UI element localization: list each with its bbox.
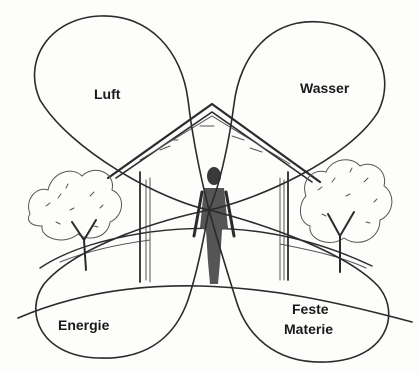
label-energie: Energie <box>58 317 110 333</box>
label-luft: Luft <box>94 86 121 102</box>
loop-bottom-left <box>36 210 209 358</box>
loop-top-right <box>209 22 385 210</box>
left-tree <box>29 170 122 270</box>
loop-top-left <box>35 16 209 210</box>
loop-bottom-right <box>209 210 389 362</box>
label-feste: Feste <box>292 301 329 317</box>
label-wasser: Wasser <box>300 80 350 96</box>
label-materie: Materie <box>284 321 333 337</box>
